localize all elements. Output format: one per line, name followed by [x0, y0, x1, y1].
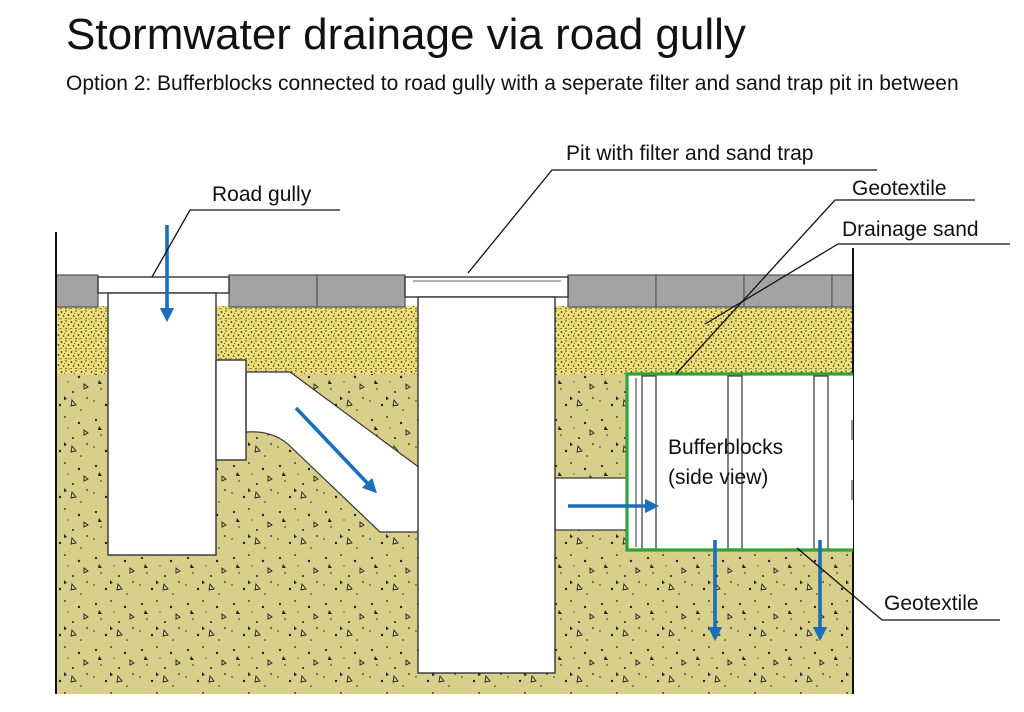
- diagram-subtitle: Option 2: Bufferblocks connected to road…: [66, 72, 959, 95]
- label-geotextile-bottom: Geotextile: [884, 592, 979, 615]
- flow-arrows: [159, 225, 828, 642]
- label-pit: Pit with filter and sand trap: [566, 142, 813, 165]
- label-bufferblocks: Bufferblocks: [668, 436, 783, 459]
- bufferblocks: [627, 374, 853, 550]
- filter-pit: [404, 276, 569, 674]
- label-drainage-sand: Drainage sand: [842, 218, 979, 241]
- pipe-flow-arrow: [294, 406, 377, 494]
- label-road-gully: Road gully: [212, 183, 312, 206]
- road-gully: [97, 276, 247, 556]
- label-side-view: (side view): [668, 466, 768, 489]
- diagram-title: Stormwater drainage via road gully: [66, 10, 746, 59]
- geotextile-wrap: [625, 372, 853, 552]
- leader-lines: [151, 169, 1010, 621]
- label-geotextile-top: Geotextile: [852, 177, 947, 200]
